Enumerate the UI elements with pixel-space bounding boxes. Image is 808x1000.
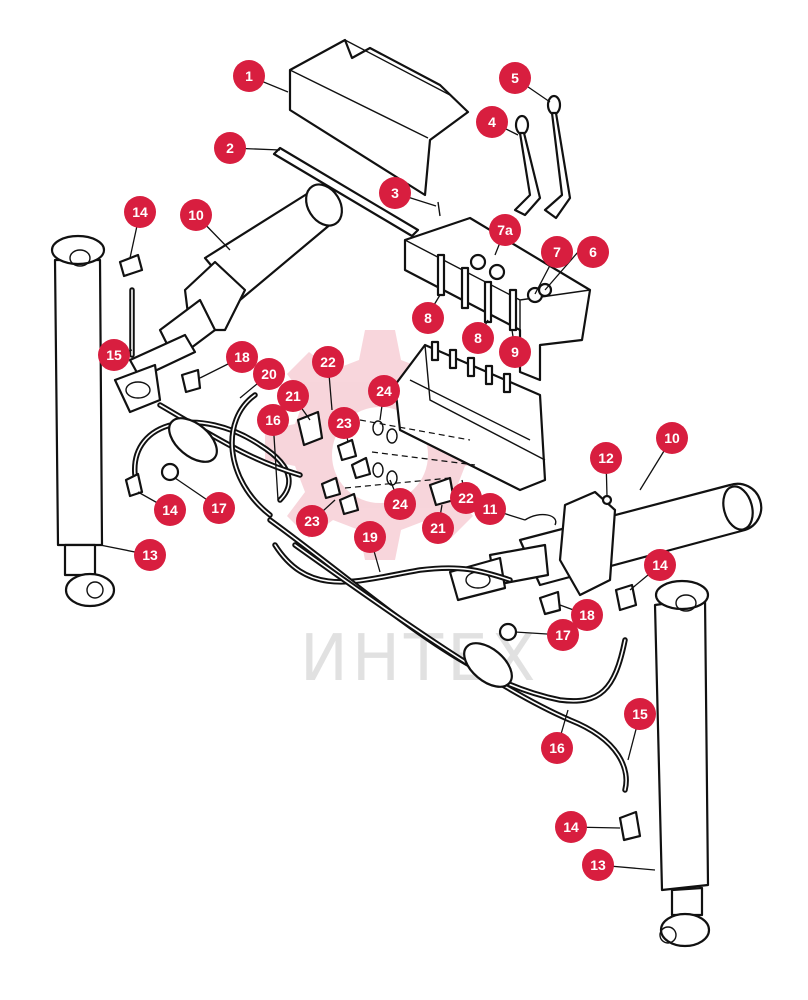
callout-24: 24: [368, 375, 400, 407]
callout-16: 16: [257, 404, 289, 436]
callout-13: 13: [134, 539, 166, 571]
svg-text:21: 21: [285, 388, 301, 404]
cover-plate: [288, 38, 470, 197]
callout-3: 3: [379, 177, 411, 209]
svg-text:4: 4: [488, 114, 496, 130]
adapters-and-o-rings: [320, 419, 476, 516]
callout-18: 18: [226, 341, 258, 373]
cotter-pin: [437, 201, 441, 217]
callout-19: 19: [354, 521, 386, 553]
callout-11: 11: [474, 493, 506, 525]
callout-8: 8: [412, 302, 444, 334]
callout-10: 10: [180, 199, 212, 231]
svg-text:2: 2: [226, 140, 234, 156]
callout-15: 15: [98, 339, 130, 371]
lift-cylinder-right: [653, 579, 711, 948]
callout-7: 7: [541, 236, 573, 268]
callout-15: 15: [624, 698, 656, 730]
svg-text:11: 11: [483, 501, 498, 517]
svg-text:15: 15: [632, 706, 648, 722]
svg-text:22: 22: [458, 490, 474, 506]
valve-bracket: [403, 216, 592, 382]
callout-13: 13: [582, 849, 614, 881]
svg-text:6: 6: [589, 244, 597, 260]
svg-text:9: 9: [511, 344, 519, 360]
svg-text:13: 13: [590, 857, 606, 873]
svg-text:18: 18: [579, 607, 595, 623]
callout-14: 14: [154, 494, 186, 526]
svg-text:10: 10: [664, 430, 680, 446]
callout-17: 17: [547, 619, 579, 651]
callout-6: 6: [577, 236, 609, 268]
callout-20: 20: [253, 358, 285, 390]
svg-text:13: 13: [142, 547, 158, 563]
svg-text:14: 14: [563, 819, 579, 835]
svg-text:7: 7: [553, 244, 561, 260]
svg-text:14: 14: [132, 204, 148, 220]
svg-text:21: 21: [430, 520, 446, 536]
cylinder-left: [113, 183, 343, 414]
callout-5: 5: [499, 62, 531, 94]
callout-18: 18: [571, 599, 603, 631]
svg-text:24: 24: [392, 496, 408, 512]
callout-23: 23: [328, 407, 360, 439]
svg-text:15: 15: [106, 347, 122, 363]
wire: [524, 513, 557, 526]
svg-text:1: 1: [245, 68, 253, 84]
callout-14: 14: [644, 549, 676, 581]
fittings: [118, 253, 642, 842]
callout-16: 16: [541, 732, 573, 764]
callout-1: 1: [233, 60, 265, 92]
svg-text:20: 20: [261, 366, 277, 382]
svg-text:23: 23: [336, 415, 352, 431]
svg-text:24: 24: [376, 383, 392, 399]
callout-22: 22: [312, 346, 344, 378]
svg-text:14: 14: [652, 557, 668, 573]
svg-text:5: 5: [511, 70, 519, 86]
callout-17: 17: [203, 492, 235, 524]
callout-4: 4: [476, 106, 508, 138]
svg-text:19: 19: [362, 529, 378, 545]
callout-14: 14: [124, 196, 156, 228]
callout-7a: 7a: [489, 214, 521, 246]
svg-text:17: 17: [555, 627, 571, 643]
svg-text:16: 16: [549, 740, 565, 756]
callout-12: 12: [590, 442, 622, 474]
callout-21: 21: [277, 380, 309, 412]
svg-text:14: 14: [162, 502, 178, 518]
callout-9: 9: [499, 336, 531, 368]
callout-8: 8: [462, 322, 494, 354]
svg-text:23: 23: [304, 513, 320, 529]
svg-text:12: 12: [598, 450, 614, 466]
callout-14: 14: [555, 811, 587, 843]
svg-text:8: 8: [424, 310, 432, 326]
callout-22: 22: [450, 482, 482, 514]
control-valve-block: [393, 340, 547, 492]
callout-2: 2: [214, 132, 246, 164]
svg-text:10: 10: [188, 207, 204, 223]
hydraulic-hoses: [129, 287, 629, 793]
svg-text:3: 3: [391, 185, 399, 201]
svg-text:22: 22: [320, 354, 336, 370]
callout-23: 23: [296, 505, 328, 537]
svg-text:17: 17: [211, 500, 227, 516]
callout-21: 21: [422, 512, 454, 544]
svg-text:8: 8: [474, 330, 482, 346]
lift-cylinder-left: [50, 234, 116, 608]
svg-text:18: 18: [234, 349, 250, 365]
callout-24: 24: [384, 488, 416, 520]
svg-text:16: 16: [265, 412, 281, 428]
pivot-rod: [272, 146, 420, 238]
svg-text:7a: 7a: [497, 222, 513, 238]
control-levers: [513, 94, 572, 220]
callout-10: 10: [656, 422, 688, 454]
